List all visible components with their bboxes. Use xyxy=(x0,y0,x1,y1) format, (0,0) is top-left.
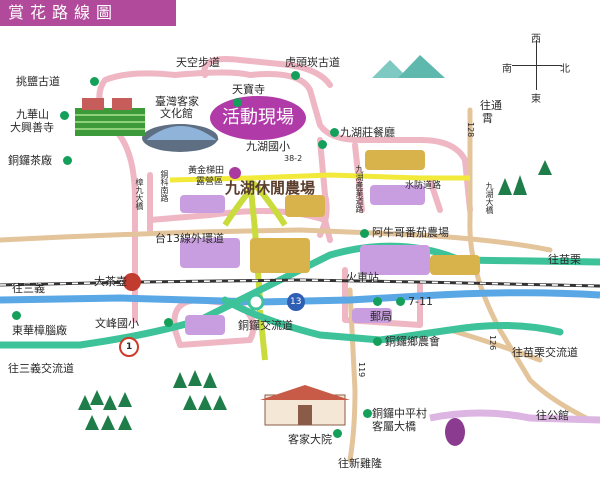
event-site-marker xyxy=(229,167,241,179)
county-128-number: 128 xyxy=(466,122,475,138)
farm-label: 九湖休閒農場 xyxy=(225,179,316,197)
label-golden-camp-2: 露營區 xyxy=(196,177,224,187)
label-donghua: 東華樟腦廠 xyxy=(12,324,67,337)
label-to-gongguan: 往公館 xyxy=(536,409,569,422)
dot-wenfeng xyxy=(164,318,173,327)
dot-tomato-farm xyxy=(360,229,369,238)
label-hakka-culture-2: 文化館 xyxy=(160,107,193,120)
dot-jiuhuashan xyxy=(60,111,69,120)
label-hutou: 虎頭崁古道 xyxy=(285,56,340,69)
flower-patches xyxy=(180,150,480,335)
teapot-icon xyxy=(123,273,141,291)
label-zhongping-bridge-2: 客屬大橋 xyxy=(372,420,416,433)
county-38-2-number: 38-2 xyxy=(284,154,303,163)
dot-zhongping-bridge xyxy=(363,409,372,418)
hakka-theater-building xyxy=(260,385,350,426)
dot-post xyxy=(373,297,382,306)
label-jiuhu-road-2: 九湖大橋 xyxy=(485,182,494,214)
label-wenfeng: 文峰國小 xyxy=(95,317,139,330)
event-site-bubble: 活動現場 xyxy=(210,96,306,140)
label-to-tongxiao-2: 霄 xyxy=(482,112,493,125)
label-jiuhu-school: 九湖國小 xyxy=(246,140,290,153)
label-golden-camp: 黃金梯田 xyxy=(188,166,225,176)
label-tomato-farm: 阿牛哥番茄農場 xyxy=(372,226,449,239)
trees xyxy=(78,160,552,430)
compass-north: 北 xyxy=(560,64,570,75)
label-to-sanyi-interchange: 往三義交流道 xyxy=(8,362,74,375)
label-post-office: 郵局 xyxy=(370,310,392,323)
tan-road-network xyxy=(0,107,593,463)
label-tongluo-road: 銅科南路 xyxy=(160,170,169,202)
compass-west: 西 xyxy=(531,34,541,45)
label-zhaoqiao: 樟九大橋 xyxy=(135,178,144,210)
eggplant-icon xyxy=(445,418,465,446)
yellow-road xyxy=(169,172,470,183)
dot-tiaoyan xyxy=(90,77,99,86)
compass: 西 南 北 東 xyxy=(502,30,572,105)
dot-tongluo-tea xyxy=(63,156,72,165)
tea-plantation xyxy=(75,98,145,136)
highway-13-number: 13 xyxy=(290,297,302,307)
county-119-number: 119 xyxy=(357,362,366,378)
compass-east: 東 xyxy=(531,94,541,105)
purple-road xyxy=(429,409,600,424)
label-seven-eleven: 7-11 xyxy=(408,295,433,308)
label-tiankong: 天空步道 xyxy=(176,56,220,69)
label-to-sanyi: 往三義 xyxy=(12,282,45,295)
label-zhongping-bridge: 銅鑼中平村 xyxy=(372,407,427,420)
label-tea-pot: 大茶壺 xyxy=(94,275,127,288)
dot-tianbao xyxy=(233,98,242,107)
label-to-xinjilong: 往新雞隆 xyxy=(338,457,382,470)
label-tianbao: 天寶寺 xyxy=(232,83,265,96)
label-fangshui-road: 水防道路 xyxy=(405,181,442,191)
label-to-tongxiao: 往通 xyxy=(480,99,502,112)
dot-jiuhu-school xyxy=(318,140,327,149)
label-to-miaoli-interchange: 往苗栗交流道 xyxy=(512,346,578,359)
label-tongluo-interchange: 銅鑼交流道 xyxy=(238,319,293,332)
compass-south: 南 xyxy=(502,64,512,75)
label-jiuhu-road: 九湖產業道路 xyxy=(355,165,364,213)
label-train-station: 火車站 xyxy=(346,271,379,284)
label-tongluo-tea: 銅鑼茶廠 xyxy=(8,154,52,167)
label-tai13-ring: 台13線外環道 xyxy=(155,232,224,245)
highway-shields xyxy=(119,293,305,357)
dot-hakka-theater xyxy=(333,429,342,438)
label-to-miaoli: 往苗栗 xyxy=(548,253,581,266)
label-hakka-culture: 臺灣客家 xyxy=(155,95,199,108)
label-farmers-assoc: 銅鑼鄉農會 xyxy=(385,335,440,348)
county-126-number: 126 xyxy=(488,335,497,351)
dot-seven-eleven xyxy=(396,297,405,306)
dot-hutou xyxy=(291,71,300,80)
highway-1-number: 1 xyxy=(126,342,133,352)
dot-jiuhu-restaurant xyxy=(330,128,339,137)
label-jiuhu-restaurant: 九湖莊餐廳 xyxy=(340,126,395,139)
label-hakka-theater: 客家大院 xyxy=(288,433,332,446)
hakka-culture-building xyxy=(142,124,219,152)
label-jiuhuashan: 九華山 xyxy=(16,108,49,121)
mountains xyxy=(372,55,445,78)
railway xyxy=(0,278,600,288)
label-tiaoyan: 挑鹽古道 xyxy=(16,75,60,88)
dot-farmers-assoc xyxy=(373,337,382,346)
map-title: 賞花路線圖 xyxy=(0,0,176,26)
dot-donghua xyxy=(12,311,21,320)
label-daxingshan: 大興善寺 xyxy=(10,121,54,134)
